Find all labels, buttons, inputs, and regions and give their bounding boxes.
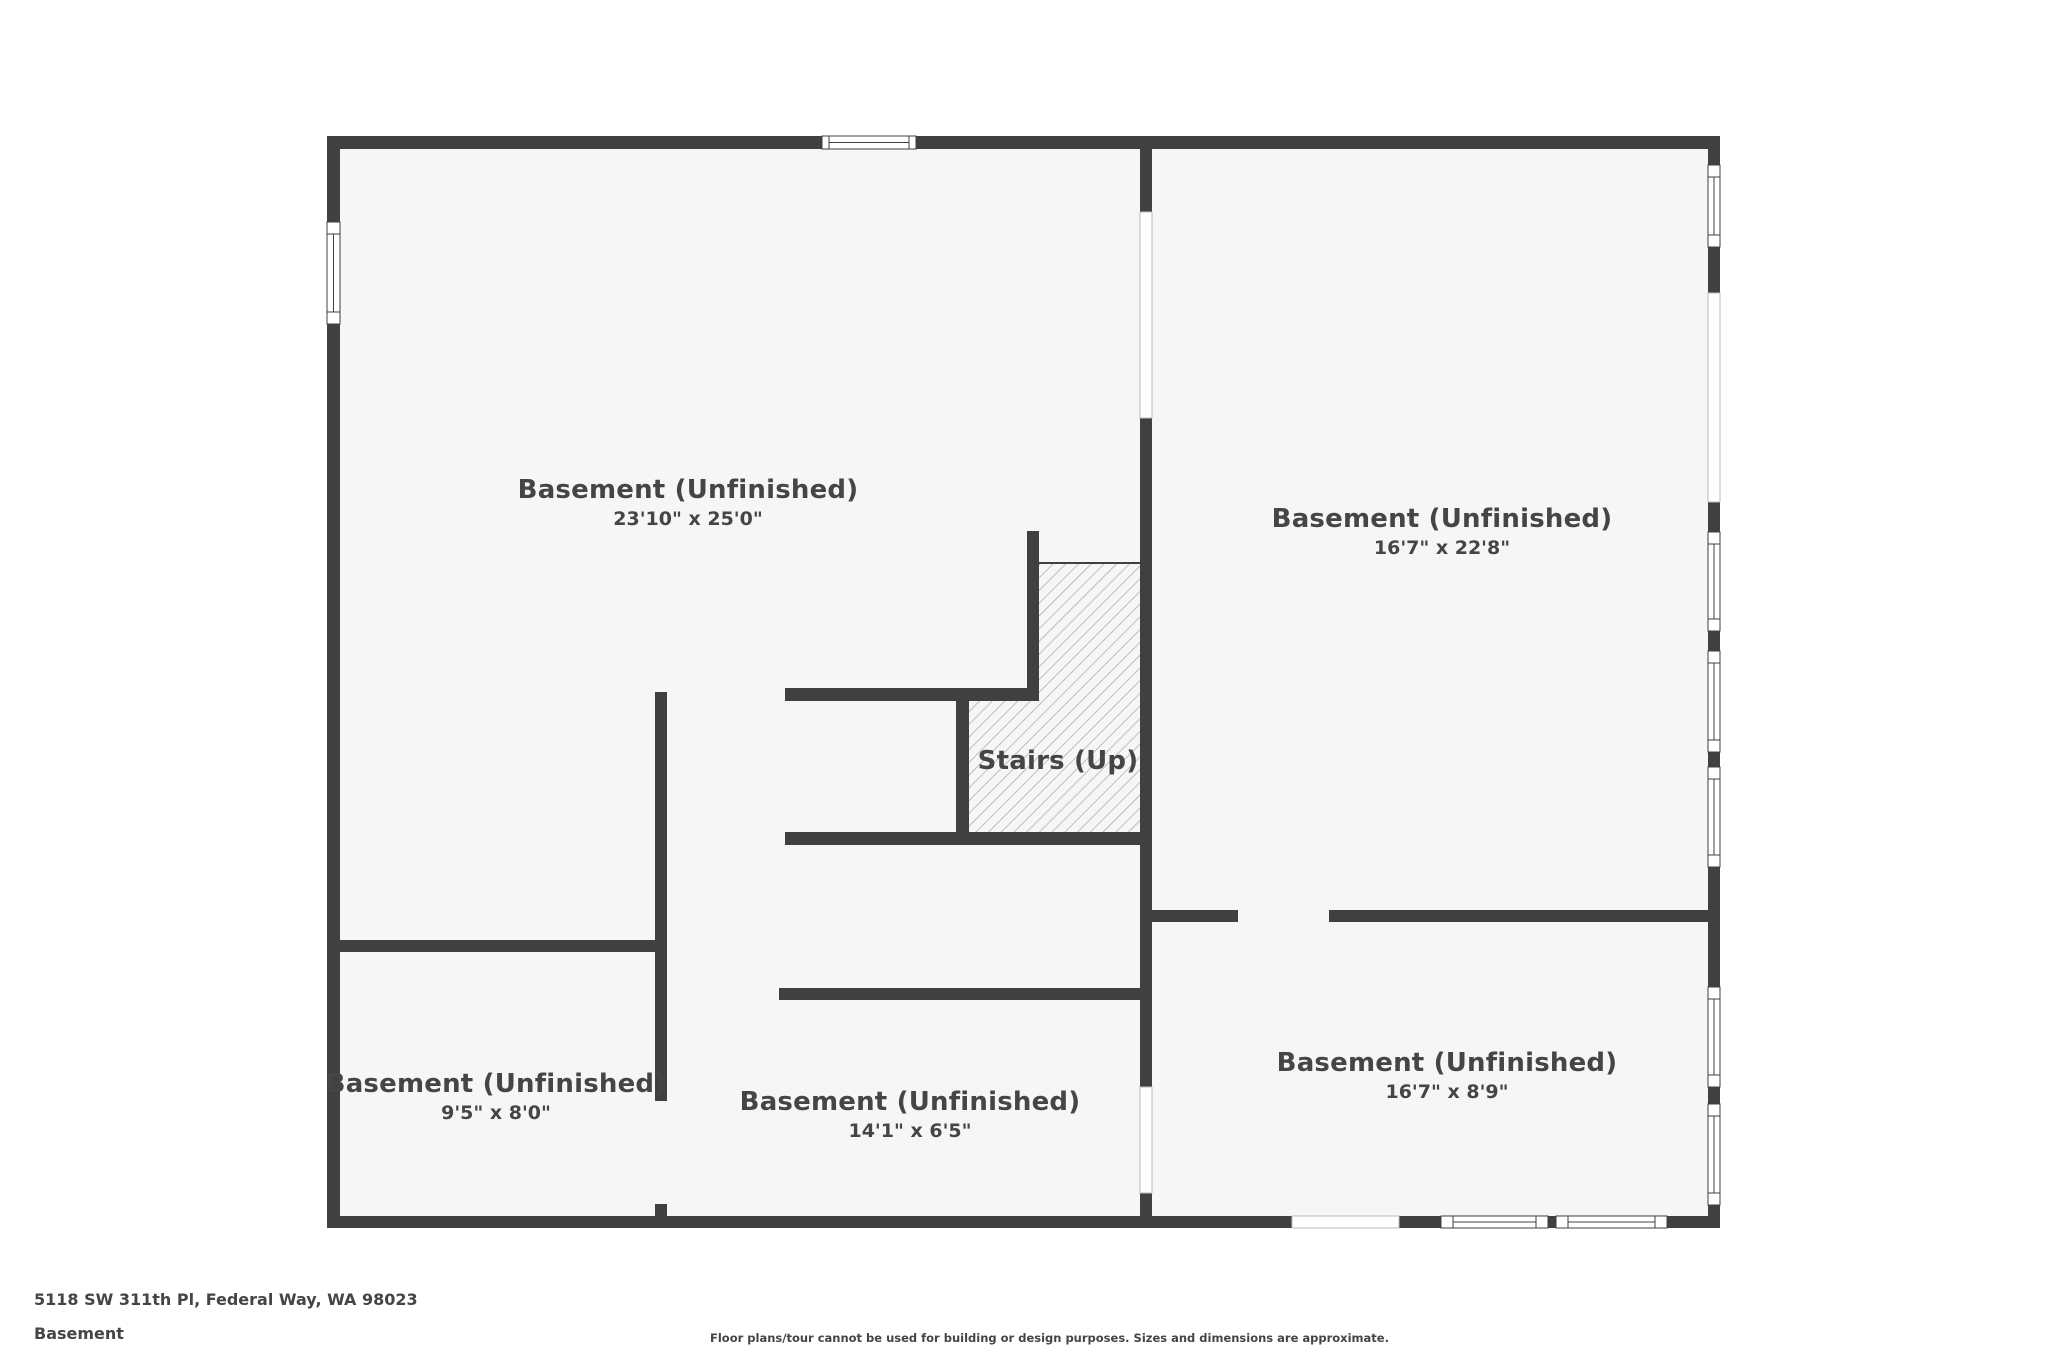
room-name: Basement (Unfinished) (325, 1069, 667, 1099)
window-bottom-1 (1440, 1215, 1549, 1229)
wall-stair-lower-vertical (956, 701, 969, 845)
room-label-left-main: Basement (Unfinished) 23'10" x 25'0" (518, 474, 859, 532)
wall-stair-upper-horizontal (785, 688, 1039, 701)
window-right-3 (1707, 650, 1721, 753)
window-left (326, 221, 341, 325)
room-label-left-lower: Basement (Unfinished) 9'5" x 8'0" (326, 1068, 667, 1126)
wall-stair-upper-vertical (1027, 531, 1039, 701)
room-dimensions: 14'1" x 6'5" (848, 1120, 972, 1142)
floor-area (327, 136, 1720, 1228)
room-label-middle-lower: Basement (Unfinished) 14'1" x 6'5" (740, 1086, 1081, 1144)
room-dimensions: 16'7" x 22'8" (1373, 537, 1511, 559)
room-name: Stairs (Up) (977, 746, 1139, 776)
opening-middle-upper (1139, 211, 1153, 419)
room-dimensions: 16'7" x 8'9" (1385, 1081, 1509, 1103)
openings (1139, 211, 1721, 1229)
wall-left-lower-horizontal (327, 940, 667, 952)
window-bottom-2 (1555, 1215, 1668, 1229)
disclaimer-text: Floor plans/tour cannot be used for buil… (710, 1331, 1389, 1345)
room-name: Basement (Unfinished) (517, 475, 859, 505)
stairs-area (969, 562, 1140, 845)
floor-level-label: Basement (34, 1324, 124, 1343)
property-address: 5118 SW 311th Pl, Federal Way, WA 98023 (34, 1290, 418, 1309)
window-right-4 (1707, 766, 1721, 868)
window-right-5 (1707, 986, 1721, 1088)
wall-stair-lower-horizontal (785, 832, 1152, 845)
window-right-1 (1707, 164, 1721, 248)
wall-top (327, 136, 1720, 149)
room-label-stairs: Stairs (Up) (978, 745, 1139, 777)
room-name: Basement (Unfinished) (1276, 1048, 1618, 1078)
opening-right-wall (1707, 292, 1721, 503)
wall-right-horizontal-a (1152, 910, 1238, 922)
wall-stub-bottom (655, 1204, 667, 1228)
window-top (821, 135, 917, 150)
window-right-6 (1707, 1103, 1721, 1206)
wall-inner-partition (655, 692, 667, 1101)
wall-left (327, 136, 340, 1228)
opening-middle-lower (1139, 1086, 1153, 1194)
room-name: Basement (Unfinished) (1271, 504, 1613, 534)
room-dimensions: 23'10" x 25'0" (613, 508, 763, 530)
room-label-right-lower: Basement (Unfinished) 16'7" x 8'9" (1277, 1047, 1618, 1105)
window-right-2 (1707, 531, 1721, 632)
wall-right-horizontal-b (1329, 910, 1709, 922)
opening-bottom-wall (1291, 1215, 1400, 1229)
wall-corridor-lower (779, 988, 1152, 1000)
room-label-right-main: Basement (Unfinished) 16'7" x 22'8" (1272, 503, 1613, 561)
room-name: Basement (Unfinished) (739, 1087, 1081, 1117)
room-dimensions: 9'5" x 8'0" (441, 1102, 551, 1124)
windows (326, 135, 1721, 1229)
